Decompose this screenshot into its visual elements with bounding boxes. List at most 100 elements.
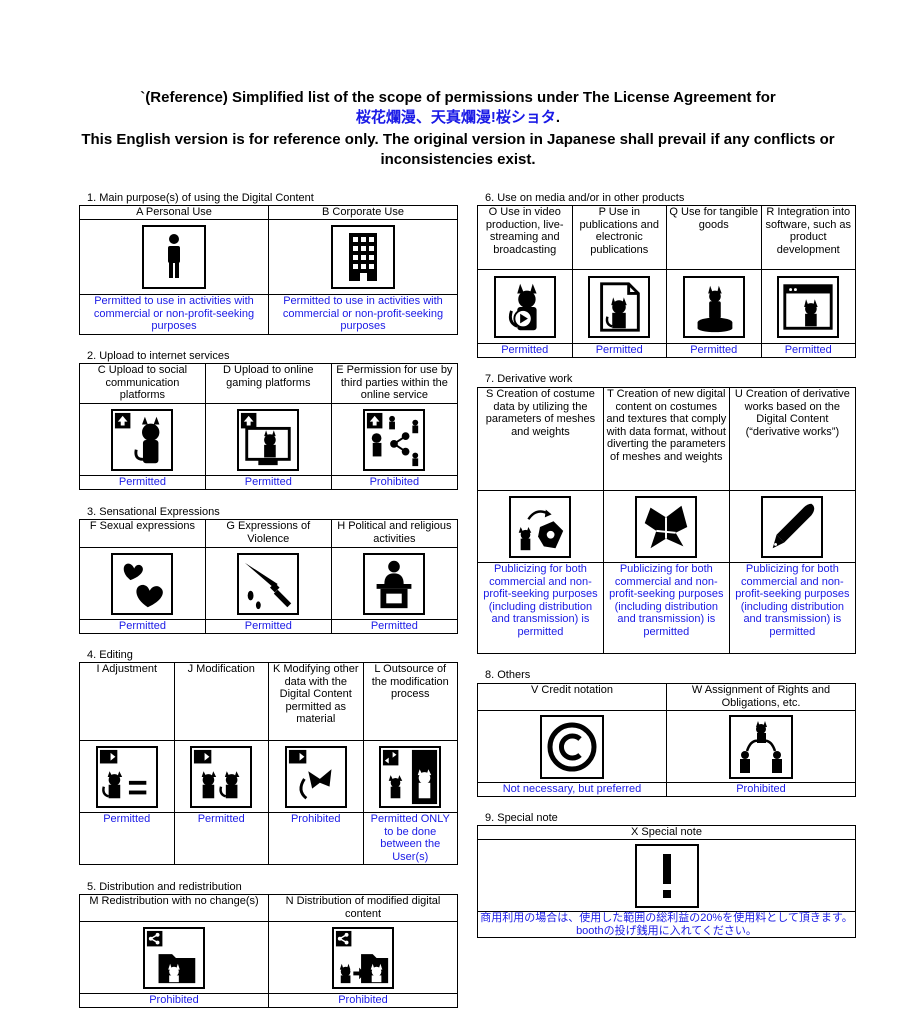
- option-s-status: Publicizing for both commercial and non-…: [477, 562, 604, 654]
- option-f-heading: F Sexual expressions: [79, 519, 206, 548]
- option-k-icon-cell: [268, 740, 364, 813]
- knife-icon: [237, 552, 300, 615]
- exclamation-icon: [634, 843, 699, 908]
- section-9-title: 9. Special note: [485, 812, 558, 824]
- section-2-table: C Upload to social communication platfor…: [79, 363, 459, 490]
- transfer-icon: [729, 714, 793, 779]
- section-2-title: 2. Upload to internet services: [87, 350, 230, 362]
- option-b-heading: B Corporate Use: [268, 205, 458, 220]
- option-r-icon-cell: [760, 269, 856, 344]
- section-3-table: F Sexual expressions G Expressions of Vi…: [79, 519, 459, 634]
- option-f-icon-cell: [79, 547, 206, 620]
- option-o-heading: O Use in video production, live-streamin…: [477, 205, 573, 270]
- option-o-status: Permitted: [477, 343, 573, 358]
- modified-distribute-icon: [332, 926, 394, 989]
- option-f-status: Permitted: [79, 619, 206, 634]
- title-line-4: inconsistencies exist.: [380, 151, 536, 168]
- section-8-title: 8. Others: [485, 669, 531, 681]
- option-h-status: Permitted: [330, 619, 459, 634]
- option-g-icon-cell: [204, 547, 332, 620]
- section-4-table: I Adjustment J Modification K Modifying …: [79, 662, 458, 865]
- software-icon: [777, 275, 840, 338]
- option-c-status: Permitted: [79, 475, 206, 490]
- option-q-heading: Q Use for tangible goods: [666, 205, 762, 270]
- option-b-icon-cell: [268, 219, 458, 295]
- option-c-icon-cell: [79, 403, 206, 476]
- option-l-status: Permitted ONLY to be done between the Us…: [362, 812, 458, 865]
- section-1-title: 1. Main purpose(s) of using the Digital …: [87, 192, 314, 204]
- third-party-share-icon: [363, 408, 426, 471]
- costume-icon: [509, 495, 572, 558]
- option-h-heading: H Political and religious activities: [330, 519, 459, 548]
- option-a-heading: A Personal Use: [79, 205, 269, 220]
- option-v-heading: V Credit notation: [477, 683, 667, 711]
- option-x-note: 商用利用の場合は、使用した範囲の総利益の20%を使用料として頂きます。booth…: [477, 911, 856, 938]
- option-p-heading: P Use in publications and electronic pub…: [571, 205, 667, 270]
- social-upload-icon: [111, 408, 174, 471]
- section-3-title: 3. Sensational Expressions: [87, 506, 220, 518]
- redistribute-icon: [143, 926, 205, 989]
- option-w-heading: W Assignment of Rights and Obligations, …: [666, 683, 856, 711]
- pen-icon: [761, 495, 824, 558]
- figure-icon: [682, 275, 745, 338]
- option-s-heading: S Creation of costume data by utilizing …: [477, 387, 604, 491]
- section-7-table: S Creation of costume data by utilizing …: [477, 387, 857, 654]
- option-t-heading: T Creation of new digital content on cos…: [602, 387, 730, 491]
- outsource-icon: [379, 745, 442, 808]
- option-e-icon-cell: [330, 403, 459, 476]
- option-x-heading: X Special note: [477, 825, 856, 840]
- section-7-title: 7. Derivative work: [485, 373, 573, 385]
- option-t-status: Publicizing for both commercial and non-…: [602, 562, 730, 654]
- section-9-table: X Special note 商用利用の場合は、使用した範囲の総利益の20%を使…: [477, 825, 856, 938]
- modification-icon: [190, 745, 253, 808]
- option-p-icon-cell: [571, 269, 667, 344]
- option-o-icon-cell: [477, 269, 573, 344]
- person-icon: [142, 225, 206, 289]
- option-g-heading: G Expressions of Violence: [204, 519, 332, 548]
- option-m-icon-cell: [79, 921, 269, 994]
- option-a-status: Permitted to use in activities with comm…: [79, 294, 269, 335]
- option-d-heading: D Upload to online gaming platforms: [204, 363, 332, 404]
- section-1-table: A Personal Use B Corporate Use Permitted…: [79, 205, 458, 335]
- option-w-status: Prohibited: [666, 782, 856, 797]
- title-line-2: 桜花爛漫、天真爛漫!桜ショタ.: [0, 108, 916, 128]
- option-u-heading: U Creation of derivative works based on …: [728, 387, 857, 491]
- option-p-status: Permitted: [571, 343, 667, 358]
- section-4-title: 4. Editing: [87, 649, 133, 661]
- title-line-3: This English version is for reference on…: [81, 131, 835, 148]
- option-v-icon-cell: [477, 710, 667, 783]
- title-line-1: `(Reference) Simplified list of the scop…: [140, 89, 776, 106]
- option-e-status: Prohibited: [330, 475, 459, 490]
- option-d-status: Permitted: [204, 475, 332, 490]
- option-b-status: Permitted to use in activities with comm…: [268, 294, 458, 335]
- option-r-heading: R Integration into software, such as pro…: [760, 205, 856, 270]
- section-5-title: 5. Distribution and redistribution: [87, 881, 242, 893]
- option-a-icon-cell: [79, 219, 269, 295]
- option-m-heading: M Redistribution with no change(s): [79, 894, 269, 922]
- title-period: .: [555, 109, 561, 126]
- option-e-heading: E Permission for use by third parties wi…: [330, 363, 459, 404]
- option-k-status: Prohibited: [268, 812, 364, 865]
- option-r-status: Permitted: [760, 343, 856, 358]
- option-t-icon-cell: [602, 490, 730, 563]
- option-l-icon-cell: [362, 740, 458, 813]
- option-q-icon-cell: [666, 269, 762, 344]
- option-h-icon-cell: [330, 547, 459, 620]
- option-w-icon-cell: [666, 710, 856, 783]
- hearts-icon: [111, 552, 174, 615]
- option-n-status: Prohibited: [268, 993, 458, 1008]
- publication-icon: [588, 275, 651, 338]
- option-l-heading: L Outsource of the modification process: [362, 662, 458, 741]
- gaming-upload-icon: [237, 408, 300, 471]
- option-i-icon-cell: [79, 740, 175, 813]
- option-i-status: Permitted: [79, 812, 175, 865]
- option-v-status: Not necessary, but preferred: [477, 782, 667, 797]
- option-i-heading: I Adjustment: [79, 662, 175, 741]
- option-q-status: Permitted: [666, 343, 762, 358]
- option-k-heading: K Modifying other data with the Digital …: [268, 662, 364, 741]
- option-c-heading: C Upload to social communication platfor…: [79, 363, 206, 404]
- material-use-icon: [284, 745, 347, 808]
- adjustment-icon: [95, 745, 158, 808]
- option-j-icon-cell: [173, 740, 269, 813]
- video-icon: [493, 275, 556, 338]
